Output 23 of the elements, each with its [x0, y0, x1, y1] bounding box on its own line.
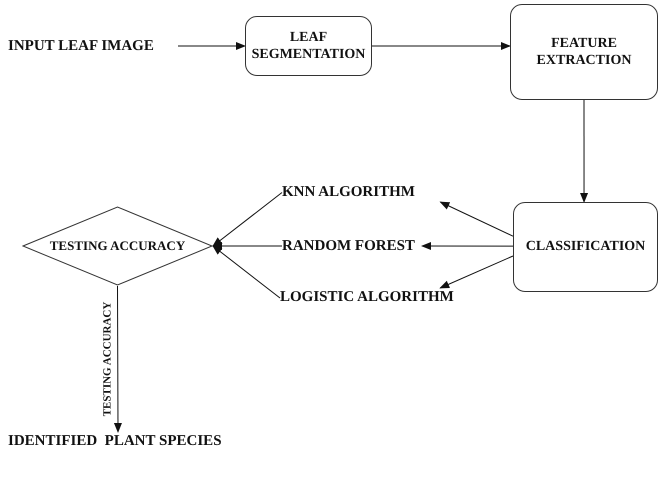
process-box — [245, 16, 372, 76]
text-label: INPUT LEAF IMAGE — [8, 37, 178, 55]
arrow — [372, 42, 511, 50]
process-box — [513, 202, 658, 292]
edge-label: TESTING ACCURACY — [102, 302, 114, 416]
arrow — [212, 242, 282, 250]
arrow — [212, 245, 280, 298]
process-box — [510, 4, 658, 100]
text-label: KNN ALGORITHM — [282, 183, 447, 202]
box-label: CLASSIFICATION — [526, 238, 646, 256]
box-label: LEAF SEGMENTATION — [250, 28, 366, 64]
arrow — [114, 286, 122, 433]
text-label: LOGISTIC ALGORITHM — [280, 288, 460, 308]
box-label: FEATURE EXTRACTION — [536, 34, 632, 70]
arrow — [440, 202, 514, 237]
diamond-label: TESTING ACCURACY — [50, 238, 186, 254]
arrow — [580, 100, 588, 203]
text-label: IDENTIFIED PLANT SPECIES — [8, 432, 283, 452]
arrow — [178, 42, 246, 50]
arrow — [439, 256, 514, 288]
arrow — [212, 192, 282, 247]
text-label: RANDOM FOREST — [282, 237, 422, 255]
arrow — [421, 242, 514, 250]
